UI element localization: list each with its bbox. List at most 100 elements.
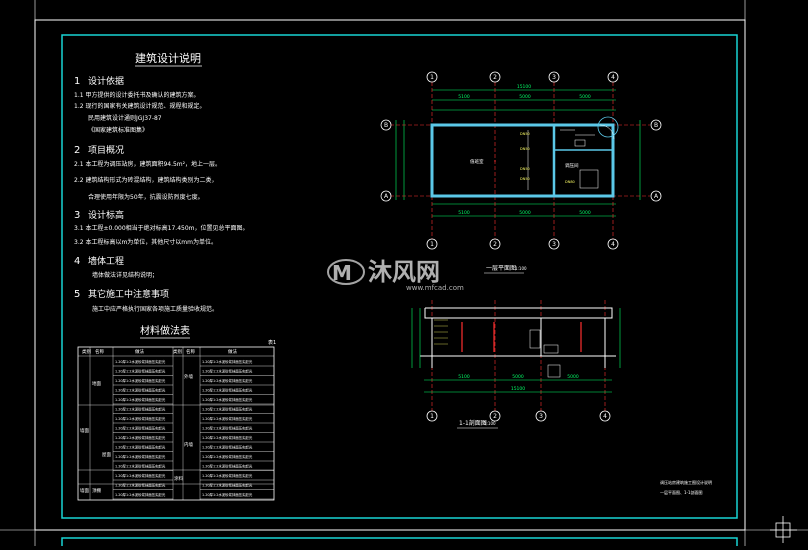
mat-cat-outer: 墙面 xyxy=(80,427,89,434)
s5-num: 5 xyxy=(74,289,80,300)
s4-num: 4 xyxy=(74,256,80,267)
plan-axis-2: 2 xyxy=(493,74,497,81)
mat-row-right: 1.20厚1:2水泥砂浆抹面压实赶光 xyxy=(202,454,253,459)
plan-axis-b: B xyxy=(384,122,388,129)
notes-title: 建筑设计说明 xyxy=(135,51,201,65)
resize-corner-icon[interactable] xyxy=(770,516,797,543)
mat-h5: 名称 xyxy=(186,348,195,355)
s4-head: 墙体工程 xyxy=(88,255,124,267)
section-label: 1-1剖面图 xyxy=(459,419,487,427)
title-block-line2: 一层平面图、1-1剖面图 xyxy=(660,489,703,495)
plan-dim-total: 15100 xyxy=(517,84,531,90)
mat-row-left: 1.20厚1:2水泥砂浆抹面压实赶光 xyxy=(115,464,166,469)
s2-line1: 2.1 本工程为调压站房，建筑面积94.5m²，地上一层。 xyxy=(74,160,221,168)
plan-dim-a-bottom: 5100 xyxy=(458,210,470,216)
section-dim-a: 5100 xyxy=(458,374,470,380)
plan-dim-a: 5100 xyxy=(458,94,470,100)
section-dim-c: 5000 xyxy=(567,374,579,380)
mat-h3: 做法 xyxy=(135,348,144,355)
mat-row-right: 1.20厚1:2水泥砂浆抹面压实赶光 xyxy=(202,416,253,421)
s2-line2: 2.2 建筑结构形式为砖混结构，建筑结构类别为二类， xyxy=(74,176,217,184)
s1-line3: 民用建筑设计通则JGJ37-87 xyxy=(88,114,162,122)
plan-axis-1: 1 xyxy=(430,74,434,81)
s5-head: 其它施工中注意事项 xyxy=(88,288,169,300)
watermark-brand: 沐风网 xyxy=(368,258,440,286)
section-axis-2: 2 xyxy=(493,413,497,420)
mat-row-left: 1.20厚1:2水泥砂浆抹面压实赶光 xyxy=(115,483,166,488)
section-dim-b: 5000 xyxy=(512,374,524,380)
svg-text:DN50: DN50 xyxy=(520,167,530,171)
mat-row-right: 1.20厚1:2水泥砂浆抹面压实赶光 xyxy=(202,369,253,374)
s1-line4: 《国家建筑标准图集》 xyxy=(88,126,148,134)
mat-row-right: 1.20厚1:2水泥砂浆抹面压实赶光 xyxy=(202,492,253,497)
plan-dim-b-bottom: 5000 xyxy=(519,210,531,216)
mat-h1: 类别 xyxy=(82,348,91,355)
materials-table: 材料做法表 表1 类别 名称 做法 类别 名称 做法 墙面 地面 屋面 墙面 顶… xyxy=(77,324,276,501)
plan-room-1: 值班室 xyxy=(470,158,484,165)
mat-row-right: 1.20厚1:2水泥砂浆抹面压实赶光 xyxy=(202,473,253,478)
plan-axis-a: A xyxy=(384,193,389,200)
drawing-border xyxy=(61,34,738,519)
svg-text:DN50: DN50 xyxy=(520,177,530,181)
mat-row-right: 1.20厚1:2水泥砂浆抹面压实赶光 xyxy=(202,359,253,364)
s2-num: 2 xyxy=(74,145,80,156)
mat-cat1: 地面 xyxy=(92,380,101,387)
mat-row-right: 1.20厚1:2水泥砂浆抹面压实赶光 xyxy=(202,445,253,450)
mat-row-left: 1.20厚1:2水泥砂浆抹面压实赶光 xyxy=(115,388,166,393)
plan-axis-4: 4 xyxy=(611,74,615,81)
section-scale: 1:100 xyxy=(484,421,496,426)
title-block: 调压站房建筑施工图设计说明 一层平面图、1-1剖面图 xyxy=(660,479,712,495)
mat-row-left: 1.20厚1:2水泥砂浆抹面压实赶光 xyxy=(115,492,166,497)
next-sheet-border xyxy=(61,537,738,550)
s1-line1: 1.1 甲方提供的设计委托书及确认的建筑方案。 xyxy=(74,91,199,99)
mat-row-left: 1.20厚1:2水泥砂浆抹面压实赶光 xyxy=(115,435,166,440)
title-block-line1: 调压站房建筑施工图设计说明 xyxy=(660,479,712,485)
mat-right-cat2: 内墙 xyxy=(184,441,193,448)
mat-row-right: 1.20厚1:2水泥砂浆抹面压实赶光 xyxy=(202,388,253,393)
plan-dim-c: 5000 xyxy=(579,94,591,100)
mat-right-cat1: 外墙 xyxy=(184,373,193,380)
mat-h4: 类别 xyxy=(173,348,182,355)
design-notes: 建筑设计说明 1 设计依据 1.1 甲方提供的设计委托书及确认的建筑方案。 1.… xyxy=(74,51,249,313)
section-axis-4: 4 xyxy=(603,413,607,420)
mat-cat4: 顶棚 xyxy=(92,487,101,494)
plan-axis-2-b: 2 xyxy=(493,241,497,248)
s5-line1: 施工中应严格执行国家各项施工质量验收规范。 xyxy=(92,305,218,313)
materials-sheet-no: 表1 xyxy=(268,339,276,346)
watermark: M 沐风网 www.mfcad.com xyxy=(327,258,464,292)
mf-logo-icon: M xyxy=(327,259,365,285)
mat-row-left: 1.20厚1:2水泥砂浆抹面压实赶光 xyxy=(115,359,166,364)
svg-text:DN50: DN50 xyxy=(520,132,530,136)
plan-scale: 1:100 xyxy=(515,266,527,271)
mat-row-right: 1.20厚1:2水泥砂浆抹面压实赶光 xyxy=(202,435,253,440)
section-dim-total: 15100 xyxy=(511,386,525,392)
s2-line3: 合理使用年限为50年，抗震设防烈度七度。 xyxy=(88,193,204,201)
mat-row-left: 1.20厚1:2水泥砂浆抹面压实赶光 xyxy=(115,416,166,421)
svg-text:DN80: DN80 xyxy=(565,180,575,184)
plan-dim-b: 5000 xyxy=(519,94,531,100)
plan-dim-c-bottom: 5000 xyxy=(579,210,591,216)
plan-room-2: 调压间 xyxy=(565,162,579,169)
mat-right-cat3: 涂料 xyxy=(174,475,183,482)
plan-axis-3: 3 xyxy=(552,74,556,81)
mat-row-left: 1.20厚1:2水泥砂浆抹面压实赶光 xyxy=(115,407,166,412)
materials-title: 材料做法表 xyxy=(140,324,190,337)
mat-row-left: 1.20厚1:2水泥砂浆抹面压实赶光 xyxy=(115,378,166,383)
mat-row-right: 1.20厚1:2水泥砂浆抹面压实赶光 xyxy=(202,426,253,431)
svg-text:DN50: DN50 xyxy=(520,147,530,151)
watermark-url: www.mfcad.com xyxy=(406,284,464,292)
mat-row-left: 1.20厚1:2水泥砂浆抹面压实赶光 xyxy=(115,397,166,402)
mat-row-right: 1.20厚1:2水泥砂浆抹面压实赶光 xyxy=(202,483,253,488)
s2-head: 项目概况 xyxy=(88,144,124,156)
s1-num: 1 xyxy=(74,76,80,87)
mat-row-left: 1.20厚1:2水泥砂浆抹面压实赶光 xyxy=(115,454,166,459)
plan-axis-b-r: B xyxy=(654,122,658,129)
mat-row-right: 1.20厚1:2水泥砂浆抹面压实赶光 xyxy=(202,397,253,402)
plan-axis-4-b: 4 xyxy=(611,241,615,248)
section-axis-3: 3 xyxy=(539,413,543,420)
s3-num: 3 xyxy=(74,210,80,221)
section-axis-1: 1 xyxy=(430,413,434,420)
floor-plan: 15100 5100 5000 5000 5100 5000 5000 1 2 … xyxy=(380,71,662,274)
mat-h2: 名称 xyxy=(95,348,104,355)
s3-line2: 3.2 本工程标高以m为单位，其他尺寸以mm为单位。 xyxy=(74,238,217,246)
